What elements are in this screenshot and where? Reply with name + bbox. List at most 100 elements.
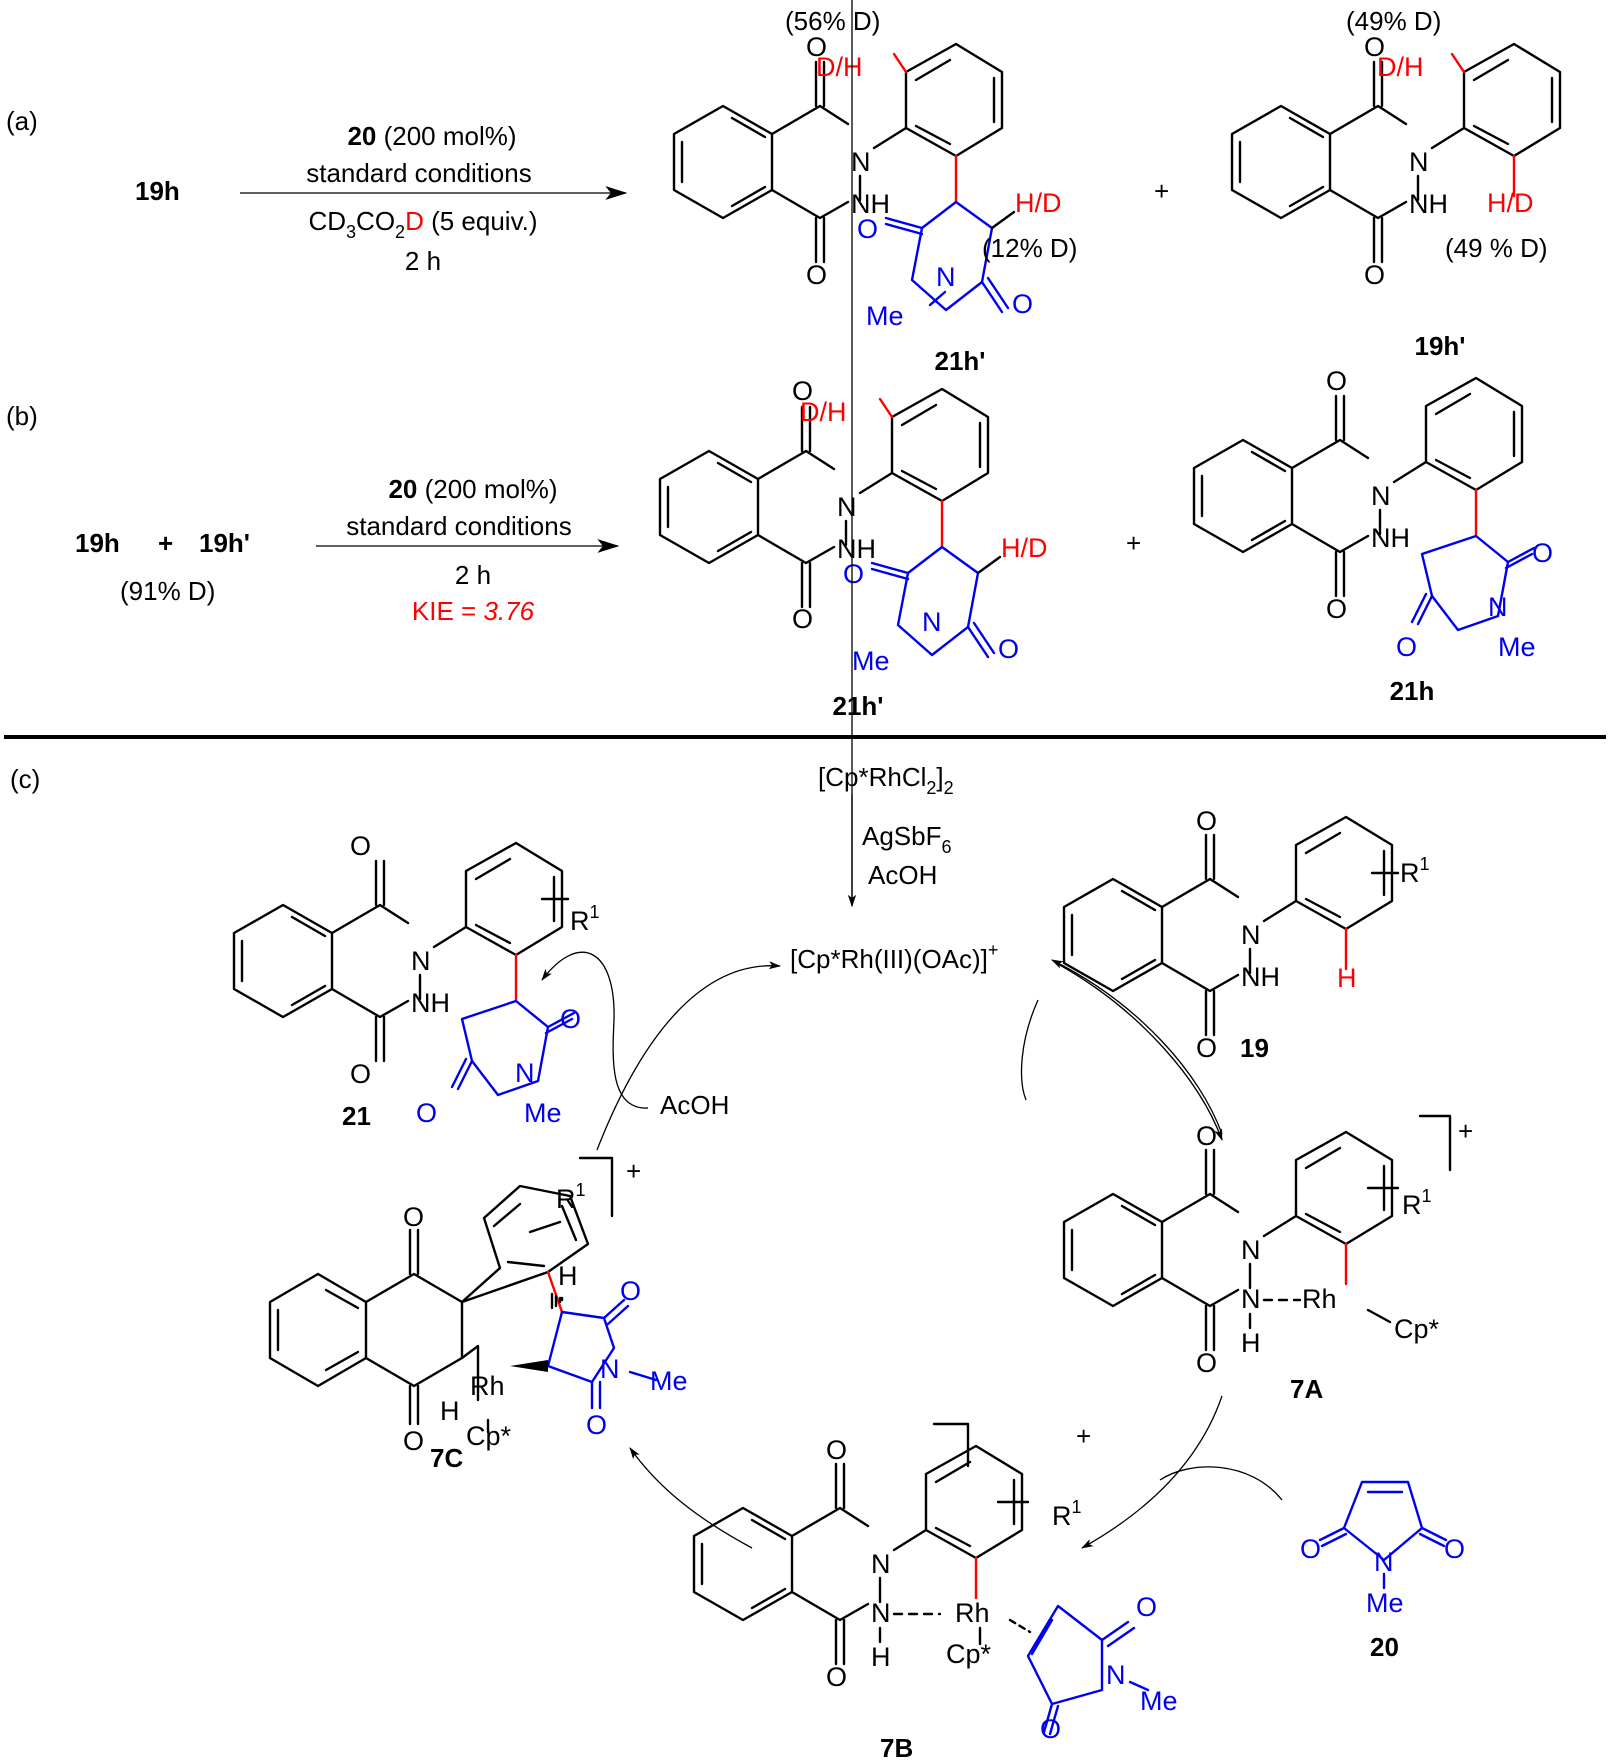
atom-o: O [806, 32, 827, 62]
conditions-b-reagent: 20 (200 mol%) [388, 474, 557, 504]
compound-label-19h-prime: 19h' [1415, 331, 1466, 361]
arrow-acoh-to-product [541, 951, 649, 1109]
reactant-19h-b: 19h [75, 528, 120, 558]
atom-o-blue: O [560, 1004, 581, 1034]
metal-rh: Rh [470, 1371, 505, 1401]
atom-me-blue: Me [1498, 632, 1536, 662]
atom-n: N [871, 1549, 891, 1579]
atom-o-blue: O [586, 1410, 607, 1440]
atom-o-blue: O [1396, 632, 1417, 662]
label-d-h: D/H [800, 397, 847, 427]
atom-n-blue: N [1488, 592, 1508, 622]
atom-o-blue: O [620, 1276, 641, 1306]
conditions-b-standard: standard conditions [346, 511, 571, 541]
molecule-21h [1192, 376, 1536, 632]
atom-o-blue: O [1532, 538, 1553, 568]
intermediate-7b [692, 1422, 1136, 1736]
compound-label-21h: 21h [1390, 676, 1435, 706]
label-d-h: D/H [1377, 52, 1424, 82]
atom-o-blue: O [416, 1098, 437, 1128]
conditions-a-acid: CD3CO2D (5 equiv.) [308, 206, 537, 242]
pct-12-d: (12% D) [982, 233, 1077, 263]
label-h-d: H/D [1487, 188, 1534, 218]
intermediate-7c [268, 1156, 658, 1434]
atom-n-blue: N [936, 262, 956, 292]
atom-n: N [411, 946, 431, 976]
atom-n: N [837, 492, 857, 522]
bond [1128, 1680, 1150, 1692]
active-catalyst: [Cp*Rh(III)(OAc)]+ [790, 940, 998, 974]
atom-h: H [1241, 1328, 1261, 1358]
atom-o: O [806, 260, 827, 290]
atom-me-blue: Me [1366, 1588, 1404, 1618]
atom-n: N [851, 147, 871, 177]
atom-n-blue: N [600, 1354, 620, 1384]
ligand-cp: Cp* [1394, 1314, 1440, 1344]
panel-c-label: (c) [10, 764, 40, 794]
precatalyst: [Cp*RhCl2]2 [818, 762, 954, 798]
panel-a-label: (a) [6, 106, 38, 136]
ligand-cp: Cp* [466, 1421, 512, 1451]
charge-plus: + [1076, 1421, 1091, 1451]
atom-nh: NH [837, 534, 876, 564]
atom-o: O [1364, 32, 1385, 62]
atom-n-blue: N [515, 1058, 535, 1088]
atom-o: O [1326, 594, 1347, 624]
substituent-r1: R1 [1400, 854, 1430, 888]
molecule-21h-prime-b [658, 387, 1002, 659]
compound-label-7a: 7A [1290, 1374, 1323, 1404]
compound-label-7c: 7C [430, 1443, 463, 1473]
atom-h: H [440, 1396, 460, 1426]
atom-o: O [1326, 366, 1347, 396]
molecule-19h-prime [1230, 42, 1562, 264]
label-d-h: D/H [816, 52, 863, 82]
atom-o-blue: O [1300, 1534, 1321, 1564]
atom-me-blue: Me [524, 1098, 562, 1128]
atom-n-blue: N [922, 607, 942, 637]
metal-rh: Rh [955, 1598, 990, 1628]
atom-nh: NH [851, 189, 890, 219]
compound-label-20: 20 [1370, 1632, 1399, 1662]
arrow-7c-to-catalyst [596, 961, 781, 1151]
atom-n: N [1371, 481, 1391, 511]
molecule-21 [232, 841, 576, 1097]
substituent-r1: R1 [570, 902, 600, 936]
pct-91-d: (91% D) [120, 576, 215, 606]
conditions-a-time: 2 h [405, 246, 441, 276]
atom-nh: NH [1371, 523, 1410, 553]
atom-n-blue: N [1106, 1660, 1126, 1690]
atom-h: H [558, 1261, 578, 1291]
compound-label-7b: 7B [880, 1733, 913, 1763]
arrow-catalyst-to-7a [1057, 963, 1223, 1141]
reactant-19h: 19h [135, 176, 180, 206]
atom-o-blue: O [1444, 1534, 1465, 1564]
substituent-r1: R1 [1052, 1497, 1082, 1531]
atom-o-blue: O [1040, 1714, 1061, 1744]
atom-o-blue: O [1136, 1592, 1157, 1622]
label-h-d: H/D [1015, 188, 1062, 218]
atom-o-blue: O [857, 214, 878, 244]
atom-o: O [792, 376, 813, 406]
charge-plus: + [1458, 1116, 1473, 1146]
arrow-substrate-in [1020, 999, 1039, 1101]
substituent-r1: R1 [556, 1180, 586, 1214]
conditions-a-standard: standard conditions [306, 158, 531, 188]
ligand-cp: Cp* [946, 1639, 992, 1669]
atom-o-blue: O [1012, 289, 1033, 319]
molecule-21h-prime-a [672, 42, 1016, 314]
pct-49-d-bottom: (49 % D) [1445, 233, 1548, 263]
atom-n-blue: N [1374, 1547, 1394, 1577]
atom-n: N [1241, 1235, 1261, 1265]
atom-nh: NH [1241, 962, 1280, 992]
atom-me-blue: Me [866, 301, 904, 331]
atom-o-blue: O [998, 634, 1019, 664]
atom-o: O [1196, 1033, 1217, 1063]
atom-o: O [1364, 260, 1385, 290]
atom-o: O [403, 1426, 424, 1456]
bond [928, 290, 947, 307]
pct-49-d-top: (49% D) [1346, 6, 1441, 36]
highlight-h: H [1337, 963, 1357, 993]
conditions-a-reagent: 20 (200 mol%) [347, 121, 516, 151]
arrow-7b-to-7c [629, 1447, 753, 1549]
kie-value: KIE = 3.76 [412, 596, 535, 626]
